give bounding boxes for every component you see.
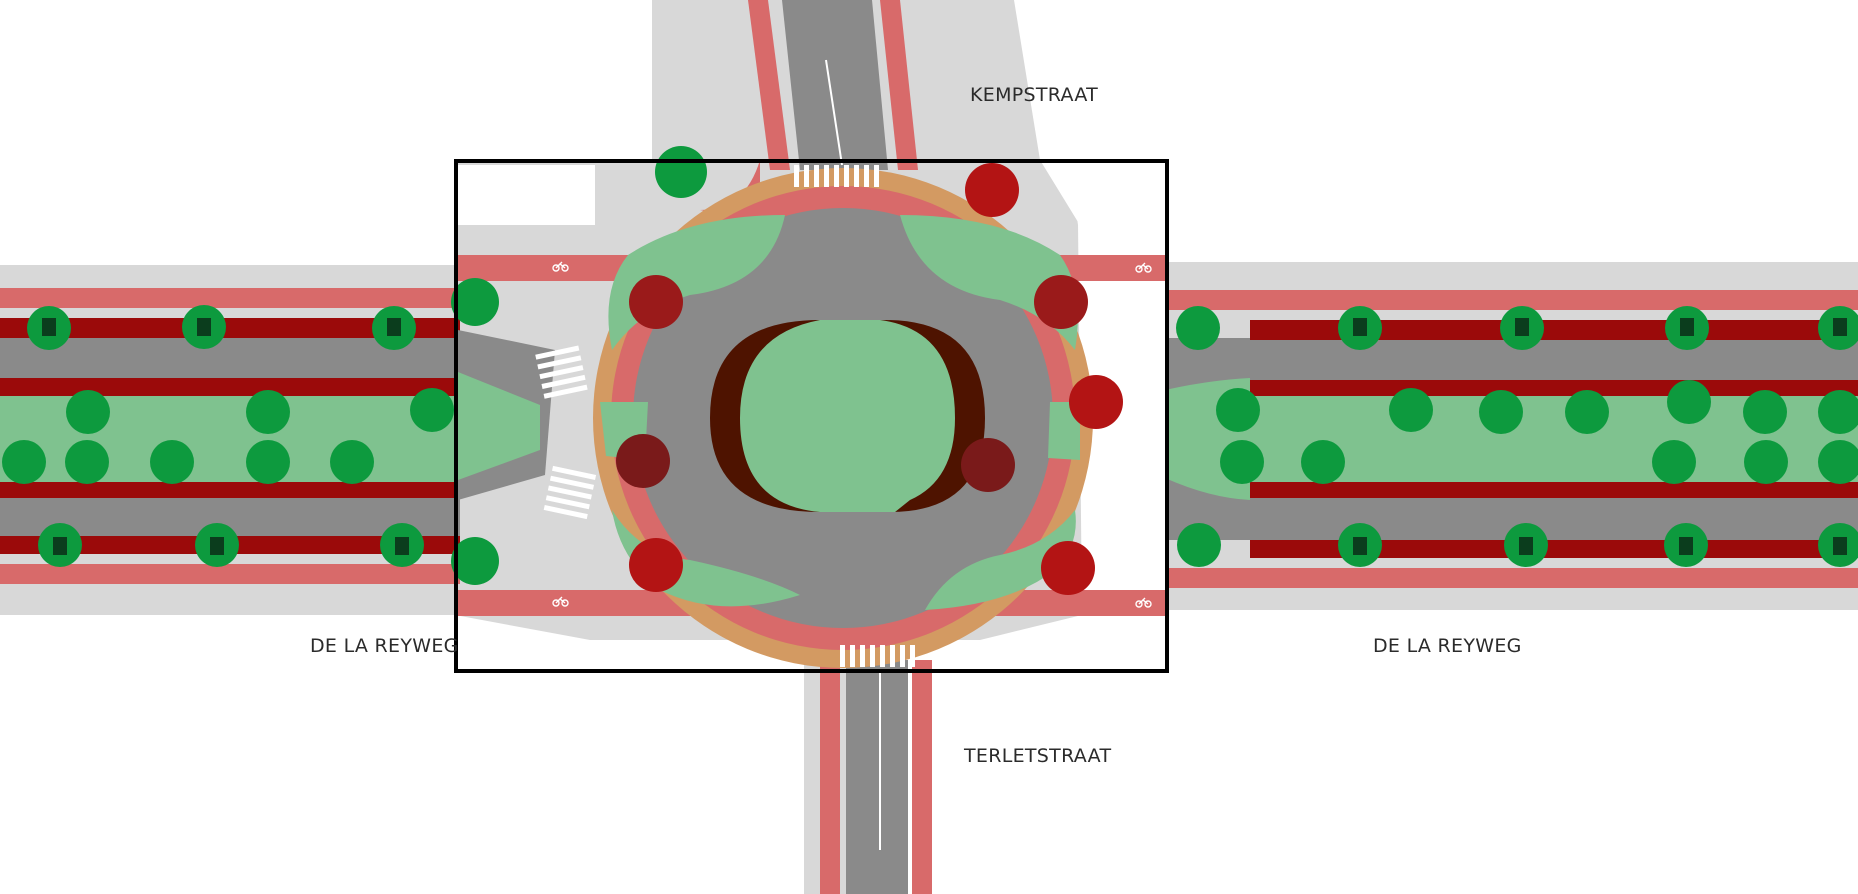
- tree: [2, 146, 1858, 585]
- removed-tree: [1034, 275, 1088, 329]
- removed-tree: [1041, 541, 1095, 595]
- north-road: [748, 0, 918, 170]
- label-west: DE LA REYWEG: [310, 635, 459, 657]
- removed-tree: [961, 438, 1015, 492]
- label-north: KEMPSTRAAT: [970, 84, 1098, 106]
- crossing-east-lower: [1092, 471, 1150, 529]
- label-east: DE LA REYWEG: [1373, 635, 1522, 657]
- crossing-north: [794, 165, 879, 187]
- bike-markings: [552, 261, 1152, 608]
- bicycle-icon: [552, 596, 569, 607]
- bicycle-icon: [552, 261, 569, 272]
- crossing-west-lower: [543, 465, 597, 520]
- bicycle-icon: [1135, 262, 1152, 273]
- label-south: TERLETSTRAAT: [963, 745, 1111, 767]
- removed-tree: [965, 163, 1019, 217]
- south-road: [820, 660, 932, 894]
- crossings: [535, 165, 1163, 667]
- bicycle-icon: [1135, 597, 1152, 608]
- roundabout: [458, 160, 1165, 668]
- crossing-west-upper: [535, 345, 588, 399]
- crossing-east-upper: [1106, 332, 1163, 389]
- tree-trunk-markers: [42, 318, 1847, 555]
- removed-tree: [629, 275, 683, 329]
- crossing-south: [840, 645, 915, 667]
- detail-frame: [454, 159, 1169, 673]
- removed-tree: [1069, 375, 1123, 429]
- removed-tree: [629, 538, 683, 592]
- removed-trees: [616, 163, 1123, 595]
- corner-blocks: [458, 165, 1162, 665]
- trees: [2, 146, 1858, 585]
- removed-tree: [616, 434, 670, 488]
